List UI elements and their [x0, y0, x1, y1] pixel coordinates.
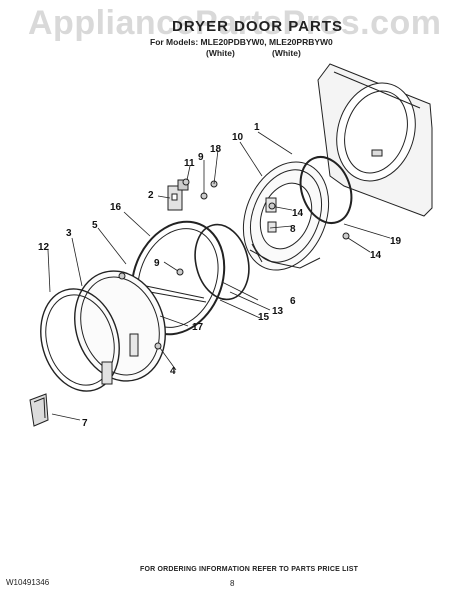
callout-8: 8 [290, 224, 296, 235]
callout-19: 19 [390, 236, 402, 247]
callout-6: 6 [290, 296, 296, 307]
callout-14-upper: 14 [292, 208, 304, 219]
document-number: W10491346 [6, 578, 50, 587]
callout-2: 2 [148, 190, 154, 201]
door-handle [29, 393, 49, 427]
callout-1: 1 [254, 122, 260, 133]
callout-10: 10 [232, 132, 244, 143]
callout-16: 16 [110, 202, 122, 213]
page-title: DRYER DOOR PARTS [172, 18, 344, 35]
inner-glass-frame [130, 220, 226, 336]
callout-9-top: 9 [198, 152, 204, 163]
callout-13: 13 [272, 306, 284, 317]
leader-lines [47, 131, 391, 421]
model-list: For Models: MLE20PDBYW0, MLE20PRBYW0 [150, 37, 333, 47]
callout-18: 18 [210, 144, 222, 155]
ordering-info: FOR ORDERING INFORMATION REFER TO PARTS … [140, 566, 359, 573]
callout-15: 15 [258, 312, 270, 323]
cabinet-front-panel [317, 63, 433, 217]
model-color-1: (White) [206, 48, 235, 58]
door-trim-ring [40, 288, 120, 392]
door-strike [167, 179, 189, 211]
page-number: 8 [230, 579, 235, 588]
model-color-2: (White) [272, 48, 301, 58]
callout-3: 3 [66, 228, 72, 239]
callout-4: 4 [170, 366, 176, 377]
inner-door-seal [194, 223, 250, 301]
door-seal-gasket [299, 156, 353, 224]
callout-11: 11 [184, 158, 195, 169]
callout-12: 12 [38, 242, 50, 253]
callout-7: 7 [82, 418, 88, 429]
callout-14-lower: 14 [370, 250, 382, 261]
inner-door-assembly [242, 161, 330, 271]
callout-9-mid: 9 [154, 258, 160, 269]
outer-door-panel [74, 270, 166, 382]
callout-5: 5 [92, 220, 98, 231]
callout-17: 17 [192, 322, 204, 333]
